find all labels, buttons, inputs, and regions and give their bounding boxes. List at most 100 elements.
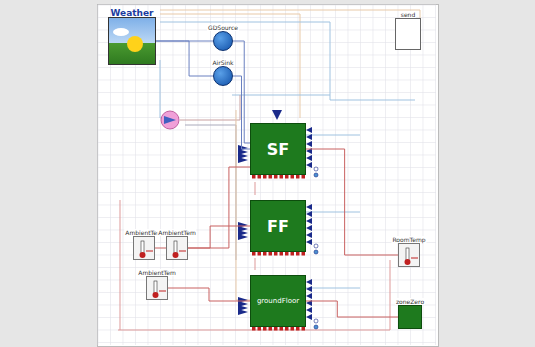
grid-line (185, 5, 186, 345)
heat-port (252, 252, 256, 256)
heat-port (252, 327, 256, 331)
grid-line (173, 5, 174, 345)
floor-model: SF (250, 123, 306, 175)
port-triangle (238, 234, 248, 240)
port-triangle (306, 218, 312, 224)
heat-port (285, 327, 289, 331)
wire (160, 10, 420, 20)
port-triangle (306, 127, 312, 133)
scale (146, 251, 153, 252)
block-name: send (400, 11, 416, 18)
heat-port (296, 327, 300, 331)
connector (168, 288, 250, 301)
heat-port (258, 175, 262, 179)
port-circle (314, 167, 318, 171)
sun (127, 36, 143, 52)
grid-line (198, 5, 199, 345)
grid-line (98, 117, 436, 118)
wire (236, 110, 250, 300)
grid-line (223, 5, 224, 345)
sensor-name: RoomTemp (391, 236, 426, 243)
heat-port (280, 175, 284, 179)
sensor-name: AmbientTem (157, 229, 196, 236)
heat-port (280, 327, 284, 331)
heat-port (302, 327, 306, 331)
grid-line (98, 342, 436, 343)
wire (160, 60, 165, 118)
grid-line (360, 5, 361, 345)
grid-line (373, 5, 374, 345)
port-triangle (306, 232, 312, 238)
grid-line (410, 5, 411, 345)
port-triangle (238, 157, 248, 163)
grid-line (98, 180, 436, 181)
port-triangle (306, 141, 312, 147)
port-triangle (306, 155, 312, 161)
wire (180, 95, 240, 120)
plot-block: send (395, 18, 421, 50)
grid-line (98, 192, 436, 193)
wire (160, 14, 300, 118)
heat-port (302, 175, 306, 179)
temperature-sensor: RoomTemp (398, 243, 420, 267)
wire (255, 182, 256, 195)
port-circle (314, 173, 318, 177)
grid-line (435, 5, 436, 345)
heat-port (296, 175, 300, 179)
floor-model: FF (250, 200, 306, 252)
bulb (140, 252, 146, 258)
heat-port (274, 327, 278, 331)
heat-port (252, 175, 256, 179)
temperature-sensor: AmbientTem (166, 236, 188, 260)
wire (160, 22, 415, 100)
port-triangle (306, 225, 312, 231)
fluid-boundary: GDSource (213, 31, 233, 51)
scale (411, 258, 418, 259)
wire (306, 288, 360, 289)
grid-line (398, 5, 399, 345)
thermometer-icon (134, 237, 156, 261)
scale (179, 251, 186, 252)
connector (156, 41, 213, 76)
heat-port (258, 327, 262, 331)
heat-port (263, 252, 267, 256)
grid-line (98, 92, 436, 93)
grid-line (335, 5, 336, 345)
floor-name: groundFloor (257, 297, 299, 305)
weather-icon (109, 18, 157, 66)
heat-port (263, 175, 267, 179)
fluid-boundary: AirSink (213, 66, 233, 86)
thermometer-icon (167, 237, 189, 261)
heat-port (285, 252, 289, 256)
grid-line (248, 5, 249, 345)
connector (306, 149, 398, 255)
cloud (113, 28, 129, 36)
grid-line (423, 5, 424, 345)
heat-port (291, 327, 295, 331)
connector (233, 76, 250, 149)
wire (118, 260, 390, 330)
grid-line (98, 267, 436, 268)
floor-model: groundFloor (250, 275, 306, 327)
temperature-sensor: AmbientTem (133, 236, 155, 260)
heat-port (302, 252, 306, 256)
bulb (153, 292, 159, 298)
mixer-arrow (164, 116, 176, 124)
scale (159, 291, 166, 292)
zone-block: zoneZero (398, 305, 422, 329)
heat-port (258, 252, 262, 256)
port-triangle (306, 239, 312, 245)
port-triangle (238, 309, 248, 315)
bulb (173, 252, 179, 258)
heat-port (291, 175, 295, 179)
block-name: AirSink (212, 59, 235, 66)
wire (306, 135, 360, 136)
heat-port (285, 175, 289, 179)
floor-name: FF (267, 217, 289, 236)
heat-port (269, 252, 273, 256)
grid-line (98, 5, 99, 345)
grid-line (385, 5, 386, 345)
grid-line (98, 80, 436, 81)
connector (188, 167, 250, 248)
grid-line (98, 105, 436, 106)
